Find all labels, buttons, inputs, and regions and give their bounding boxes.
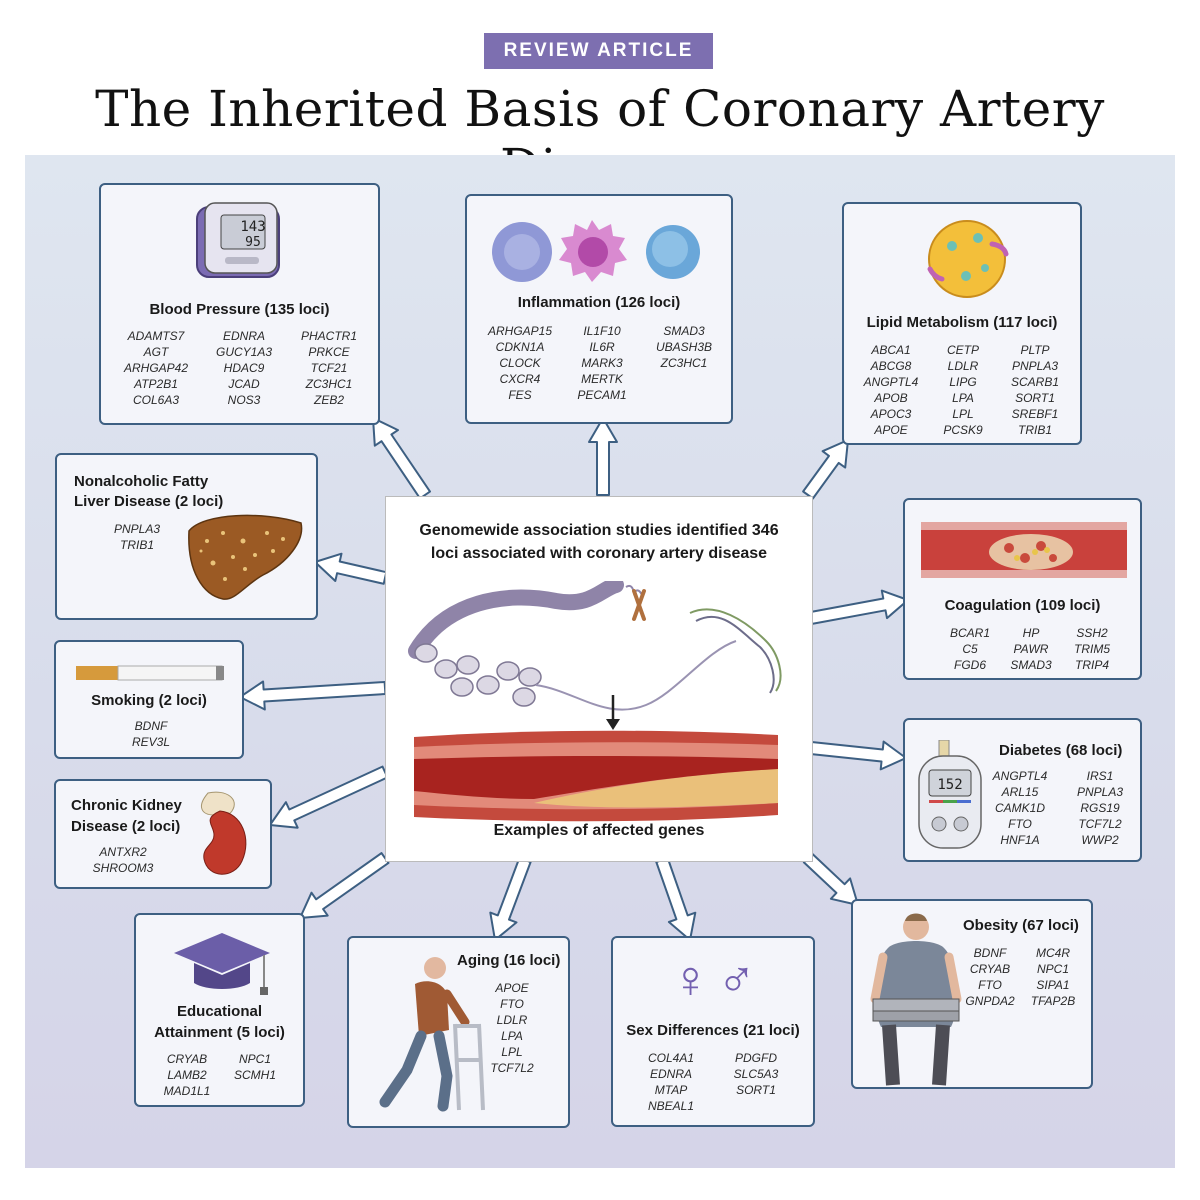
nafld-box: Nonalcoholic Fatty Liver Disease (2 loci… <box>55 453 318 620</box>
blood-pressure-monitor-icon: 143 95 <box>196 202 280 278</box>
male-symbol-icon: ♂ <box>717 951 756 1009</box>
blood-pressure-genes-col3: PHACTR1 PRKCE TCF21 ZC3HC1 ZEB2 <box>300 329 357 407</box>
lipid-metabolism-title: Lipid Metabolism (117 loci) <box>866 314 1058 331</box>
smoking-genes: BDNF REV3L <box>131 719 171 749</box>
obesity-title: Obesity (67 loci) <box>963 917 1079 934</box>
coagulation-genes-col2: HP PAWR SMAD3 <box>1010 626 1052 672</box>
education-genes-col2: NPC1 SCMH1 <box>233 1052 276 1082</box>
obesity-box: Obesity (67 loci) BDNF CRYAB FTO GNPDA2 … <box>851 899 1093 1089</box>
sex-genes-col2: PDGFD SLC5A3 SORT1 <box>733 1051 779 1097</box>
arrow-to-smoking <box>239 680 387 711</box>
aging-genes: APOE FTO LDLR LPA LPL TCF7L2 <box>490 981 534 1075</box>
nafld-genes: PNPLA3 TRIB1 <box>113 522 161 552</box>
arrow-to-lipid <box>802 439 849 500</box>
center-footer-label: Examples of affected genes <box>493 822 705 839</box>
blood-pressure-title: Blood Pressure (135 loci) <box>149 301 330 318</box>
lipid-genes-col1: ABCA1 ABCG8 ANGPTL4 APOB APOC3 APOE <box>863 343 919 437</box>
nafld-title-line2: Liver Disease (2 loci) <box>74 493 224 510</box>
obesity-genes-col1: BDNF CRYAB FTO GNPDA2 <box>965 946 1015 1008</box>
aging-box: Aging (16 loci) APOE FTO LDLR LPA LPL TC… <box>347 936 570 1128</box>
arrow-to-diabetes <box>809 740 907 771</box>
cigarette-icon <box>76 665 224 681</box>
diabetes-title: Diabetes (68 loci) <box>999 742 1123 759</box>
article-type-badge: REVIEW ARTICLE <box>484 33 713 69</box>
coagulation-box: Coagulation (109 loci) BCAR1 C5 FGD6 HP … <box>903 498 1142 680</box>
ckd-genes: ANTXR2 SHROOM3 <box>92 845 154 875</box>
arrow-to-sex-differences <box>655 857 697 941</box>
education-title-line1: Educational <box>176 1003 262 1020</box>
coagulation-genes-col3: SSH2 TRIM5 TRIP4 <box>1074 626 1110 672</box>
inflammation-genes-col2: IL1F10 IL6R MARK3 MERTK PECAM1 <box>577 324 627 402</box>
diabetes-genes-col1: ANGPTL4 ARL15 CAMK1D FTO HNF1A <box>992 769 1048 847</box>
artery-plaque-illustration <box>414 730 778 822</box>
arrow-to-ckd <box>269 765 389 829</box>
lipid-genes-col2: CETP LDLR LIPG LPA LPL PCSK9 <box>943 343 983 437</box>
blood-pressure-genes-col2: EDNRA GUCY1A3 HDAC9 JCAD NOS3 <box>215 329 273 407</box>
elderly-walker-icon <box>379 957 485 1112</box>
ckd-box: Chronic Kidney Disease (2 loci) ANTXR2 S… <box>54 779 272 889</box>
education-genes-col1: CRYAB LAMB2 MAD1L1 <box>163 1052 211 1098</box>
arrow-to-education <box>299 852 390 919</box>
monitor-systolic: 143 <box>240 219 265 235</box>
arrow-to-aging <box>489 856 532 941</box>
down-arrow-icon <box>606 695 620 730</box>
blood-pressure-genes-col1: ADAMTS7 AGT ARHGAP42 ATP2B1 COL6A3 <box>123 329 189 407</box>
sex-genes-col1: COL4A1 EDNRA MTAP NBEAL1 <box>647 1051 695 1113</box>
arrow-to-inflammation <box>588 417 618 496</box>
lipoprotein-particle-icon <box>927 220 1009 298</box>
education-box: Educational Attainment (5 loci) CRYAB LA… <box>134 913 305 1107</box>
aging-title: Aging (16 loci) <box>457 952 561 969</box>
obesity-genes-col2: MC4R NPC1 SIPA1 TFAP2B <box>1030 946 1076 1008</box>
center-heading-line2: loci associated with coronary artery dis… <box>430 545 768 562</box>
lipid-genes-col3: PLTP PNPLA3 SCARB1 SORT1 SREBF1 TRIB1 <box>1010 343 1060 437</box>
ckd-title-line2: Disease (2 loci) <box>71 818 181 835</box>
coagulation-genes-col1: BCAR1 C5 FGD6 <box>949 626 990 672</box>
nafld-title-line1: Nonalcoholic Fatty <box>74 473 209 490</box>
graduation-cap-icon <box>174 933 270 995</box>
coagulation-title: Coagulation (109 loci) <box>944 597 1101 614</box>
smoking-box: Smoking (2 loci) BDNF REV3L <box>54 640 244 759</box>
diabetes-box: 152 Diabetes (68 loci) ANGPTL4 ARL15 CAM… <box>903 718 1142 862</box>
sex-differences-title: Sex Differences (21 loci) <box>626 1022 800 1039</box>
blood-pressure-box: 143 95 Blood Pressure (135 loci) ADAMTS7… <box>99 183 380 425</box>
female-symbol-icon: ♀ <box>671 951 710 1009</box>
blood-clot-icon <box>921 522 1127 578</box>
arrow-to-nafld <box>314 552 388 585</box>
arrow-to-coagulation <box>808 589 909 625</box>
fatty-liver-icon <box>188 514 303 600</box>
immune-cells-icon <box>492 220 700 282</box>
glucose-reading: 152 <box>937 777 962 793</box>
inflammation-genes-col1: ARHGAP15 CDKN1A CLOCK CXCR4 FES <box>487 324 553 402</box>
inflammation-box: Inflammation (126 loci) ARHGAP15 CDKN1A … <box>465 194 733 424</box>
chromatin-dna-illustration <box>408 581 782 711</box>
obese-person-icon <box>870 913 962 1086</box>
smoking-title: Smoking (2 loci) <box>91 692 207 709</box>
center-heading-line1: Genomewide association studies identifie… <box>419 522 779 539</box>
arrow-to-obesity <box>802 852 859 906</box>
education-title-line2: Attainment (5 loci) <box>154 1024 285 1041</box>
inflammation-title: Inflammation (126 loci) <box>517 294 681 311</box>
glucose-meter-icon: 152 <box>918 740 982 849</box>
diabetes-genes-col2: IRS1 PNPLA3 RGS19 TCF7L2 WWP2 <box>1076 769 1124 847</box>
monitor-diastolic: 95 <box>245 235 261 250</box>
kidney-icon <box>200 791 247 875</box>
inflammation-genes-col3: SMAD3 UBASH3B ZC3HC1 <box>655 324 713 370</box>
lipid-metabolism-box: Lipid Metabolism (117 loci) ABCA1 ABCG8 … <box>842 202 1082 445</box>
ckd-title-line1: Chronic Kidney <box>71 797 182 814</box>
central-gwas-panel: Genomewide association studies identifie… <box>385 496 813 862</box>
sex-differences-box: ♀ ♂ Sex Differences (21 loci) COL4A1 EDN… <box>611 936 815 1127</box>
arrow-to-blood-pressure <box>372 417 431 500</box>
